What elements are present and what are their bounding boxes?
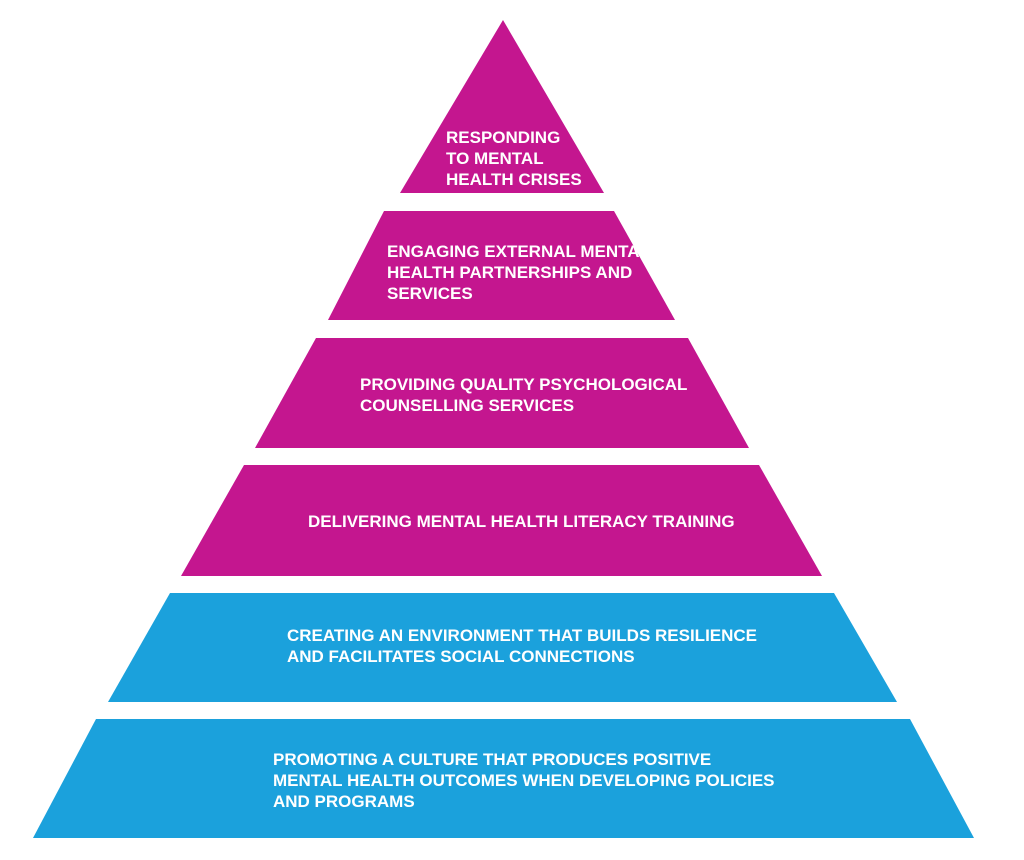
tier-label-resilience: CREATING AN ENVIRONMENT THAT BUILDS RESI… xyxy=(287,626,757,666)
pyramid-tier-literacy xyxy=(181,465,822,576)
tier-label-line: DELIVERING MENTAL HEALTH LITERACY TRAINI… xyxy=(308,512,735,531)
tier-label-line: SERVICES xyxy=(387,284,473,303)
tier-label-counselling: PROVIDING QUALITY PSYCHOLOGICAL COUNSELLI… xyxy=(360,375,687,415)
tier-label-crises: RESPONDING TO MENTAL HEALTH CRISES xyxy=(446,128,582,189)
pyramid-tier-partnerships xyxy=(328,211,675,320)
tier-label-line: MENTAL HEALTH OUTCOMES WHEN DEVELOPING P… xyxy=(273,771,775,790)
pyramid-tier-culture xyxy=(33,719,974,838)
tier-label-line: COUNSELLING SERVICES xyxy=(360,396,574,415)
tier-label-line: AND PROGRAMS xyxy=(273,792,415,811)
tier-label-line: AND FACILITATES SOCIAL CONNECTIONS xyxy=(287,647,635,666)
tier-label-line: CREATING AN ENVIRONMENT THAT BUILDS RESI… xyxy=(287,626,757,645)
tier-label-line: RESPONDING xyxy=(446,128,560,147)
pyramid-tier-counselling xyxy=(255,338,749,448)
tier-label-line: TO MENTAL xyxy=(446,149,544,168)
tier-label-line: ENGAGING EXTERNAL MENTAL xyxy=(387,242,650,261)
pyramid-tier-resilience xyxy=(108,593,897,702)
tier-label-line: HEALTH PARTNERSHIPS AND xyxy=(387,263,632,282)
tier-label-partnerships: ENGAGING EXTERNAL MENTAL HEALTH PARTNERSH… xyxy=(387,242,650,303)
tier-label-line: PROVIDING QUALITY PSYCHOLOGICAL xyxy=(360,375,687,394)
pyramid-tier-crises xyxy=(400,20,604,193)
tier-label-line: HEALTH CRISES xyxy=(446,170,582,189)
tier-label-literacy: DELIVERING MENTAL HEALTH LITERACY TRAINI… xyxy=(308,512,735,531)
tier-label-culture: PROMOTING A CULTURE THAT PRODUCES POSITI… xyxy=(273,750,775,811)
tier-label-line: PROMOTING A CULTURE THAT PRODUCES POSITI… xyxy=(273,750,711,769)
